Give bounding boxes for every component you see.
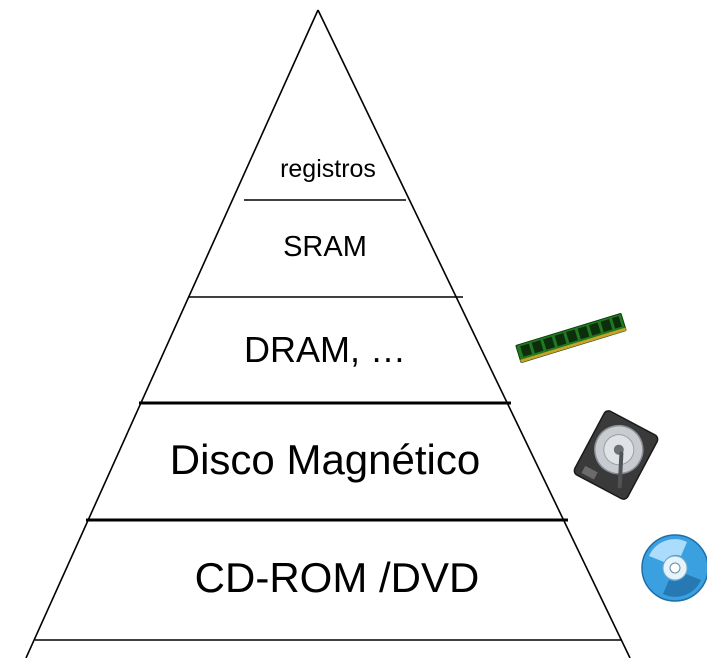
level-label-disco-magnetico: Disco Magnético: [170, 436, 480, 483]
pyramid-left-edge: [25, 9, 319, 658]
optical-disc-icon: [641, 534, 707, 602]
level-label-registros: registros: [280, 155, 376, 183]
level-label-dram: DRAM, …: [244, 329, 406, 370]
ram-module-icon: [515, 313, 627, 363]
level-label-sram: SRAM: [283, 231, 367, 263]
pyramid-right-edge: [317, 9, 631, 658]
hard-disk-icon: [573, 410, 659, 500]
level-label-cd-rom-dvd: CD-ROM /DVD: [195, 554, 480, 601]
